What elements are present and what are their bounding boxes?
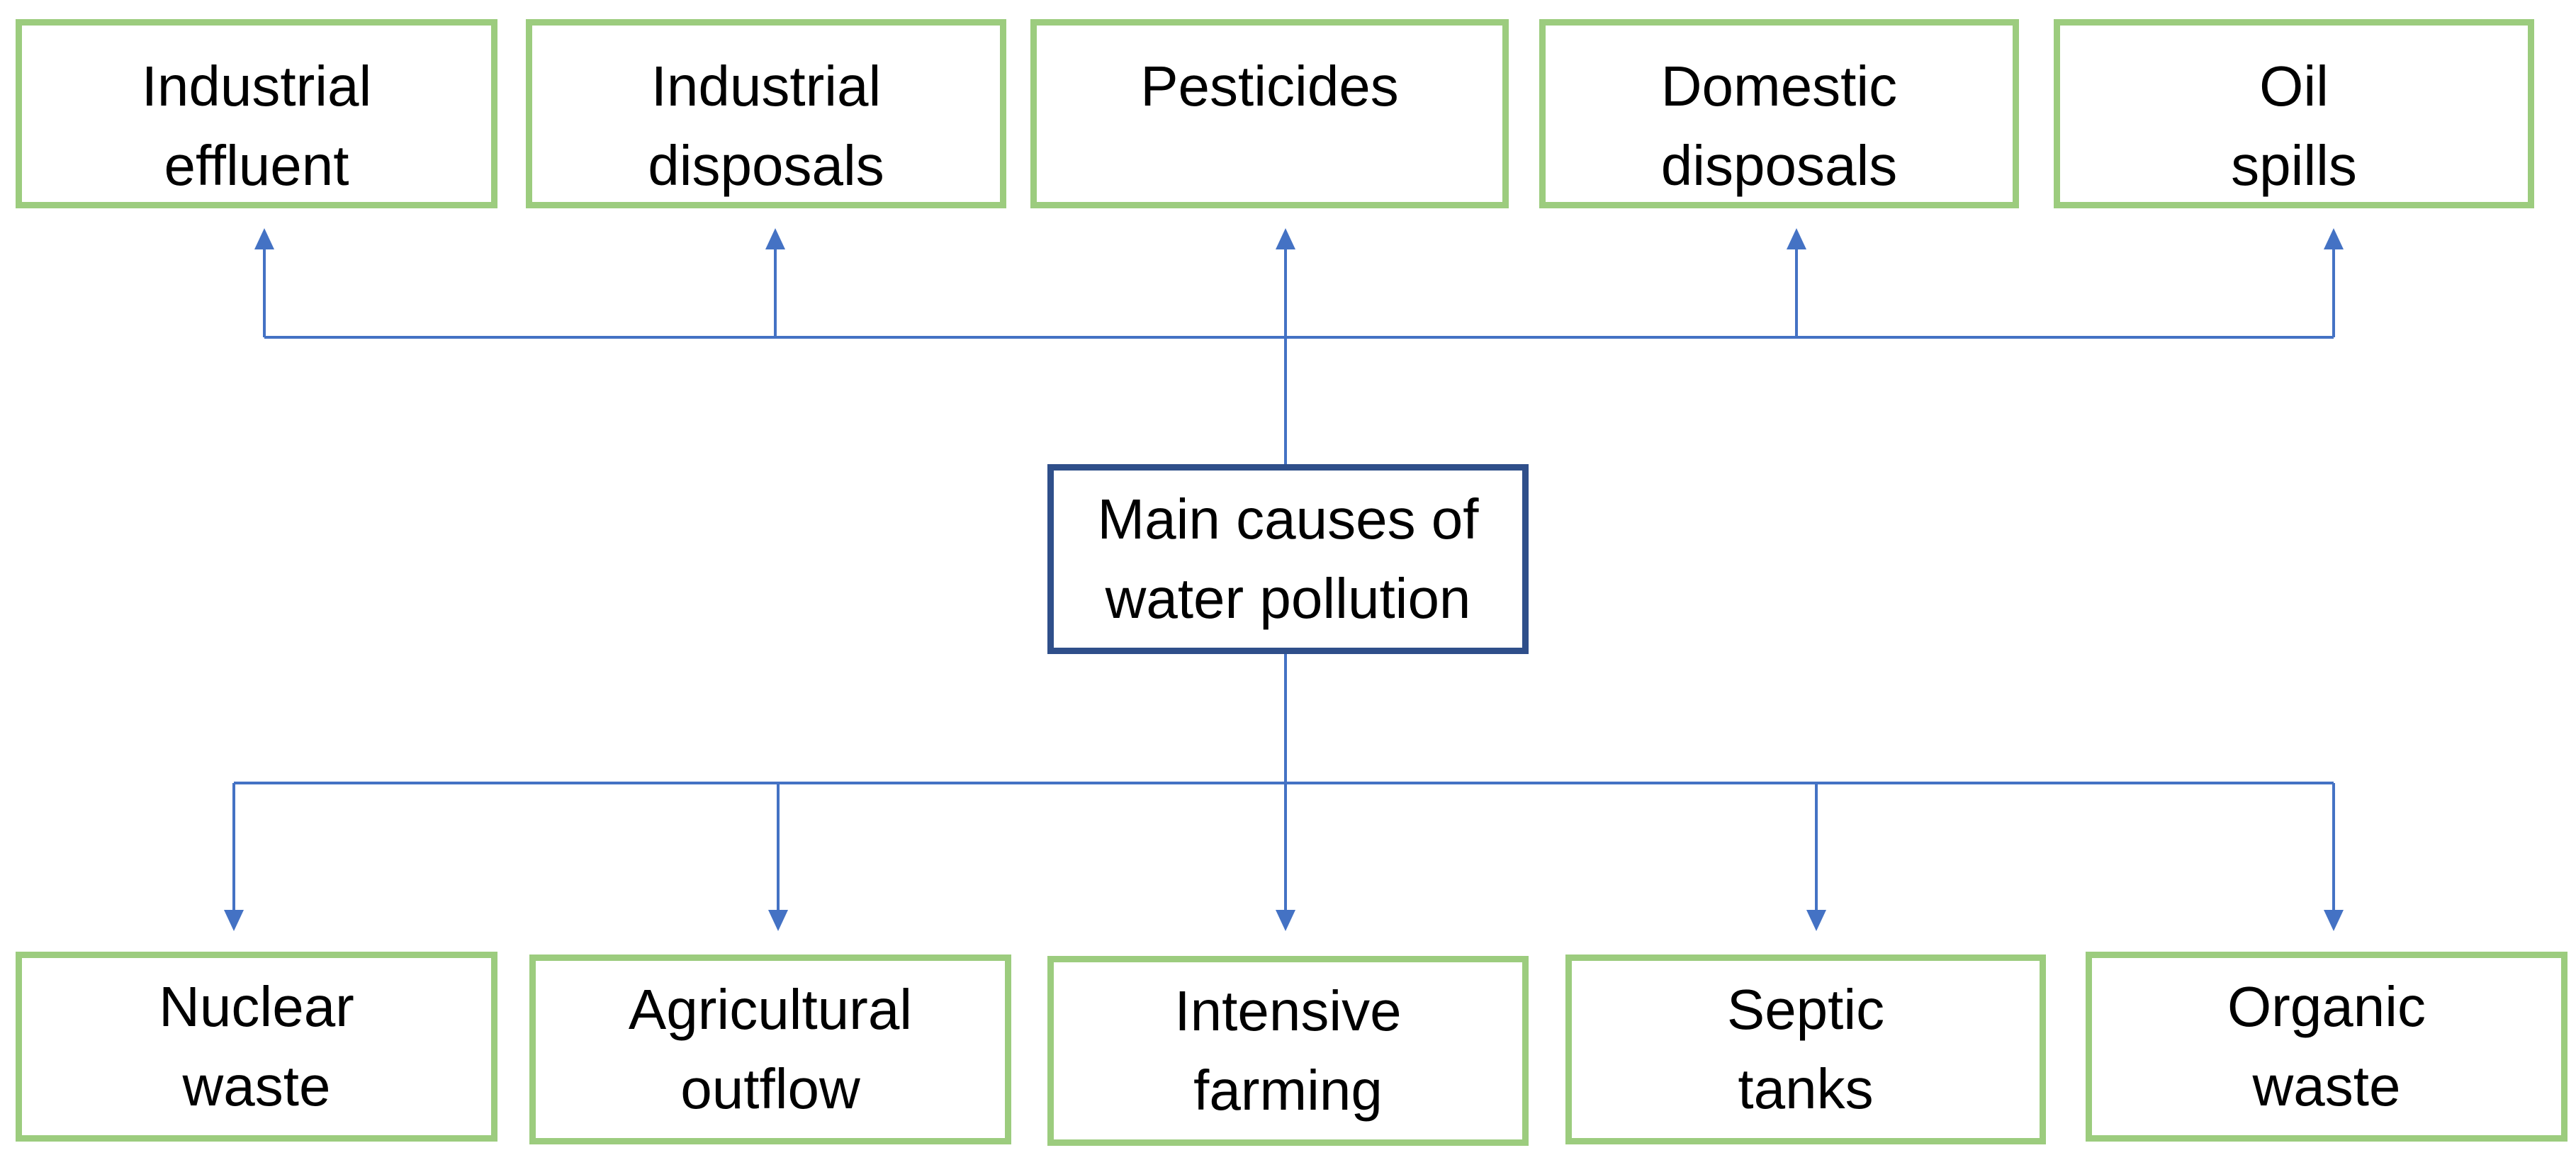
arrowhead-organic-waste [2324,910,2344,931]
arrowhead-nuclear-waste [224,910,244,931]
cause-box-industrial-effluent: Industrial effluent [16,19,497,208]
cause-box-pesticides: Pesticides [1030,19,1509,208]
cause-box-industrial-disposals: Industrial disposals [526,19,1006,208]
cause-label: Pesticides [1140,55,1399,118]
arrowhead-agricultural-outflow [768,910,788,931]
cause-label: Septic tanks [1726,978,1885,1120]
cause-label: Nuclear waste [159,975,354,1117]
arrowhead-intensive-farming [1276,910,1295,931]
cause-label: Oil spills [2231,55,2357,197]
cause-box-domestic-disposals: Domestic disposals [1539,19,2019,208]
arrowhead-domestic-disposals [1787,228,1806,249]
arrowhead-industrial-effluent [254,228,274,249]
cause-box-nuclear-waste: Nuclear waste [16,952,497,1142]
arrowhead-septic-tanks [1806,910,1826,931]
cause-box-intensive-farming: Intensive farming [1047,956,1529,1146]
center-topic-box: Main causes of water pollution [1047,464,1529,654]
cause-label: Intensive farming [1174,979,1402,1122]
cause-box-septic-tanks: Septic tanks [1565,955,2046,1144]
cause-label: Industrial disposals [648,55,884,197]
arrowhead-pesticides [1276,228,1295,249]
center-topic-label: Main causes of water pollution [1097,488,1479,630]
cause-box-organic-waste: Organic waste [2086,952,2567,1142]
arrowhead-industrial-disposals [765,228,785,249]
cause-label: Industrial effluent [141,55,372,197]
cause-box-oil-spills: Oil spills [2054,19,2534,208]
cause-label: Agricultural outflow [628,978,913,1120]
arrowhead-oil-spills [2324,228,2344,249]
cause-label: Domestic disposals [1660,55,1898,197]
cause-label: Organic waste [2227,975,2426,1117]
cause-box-agricultural-outflow: Agricultural outflow [529,955,1011,1144]
